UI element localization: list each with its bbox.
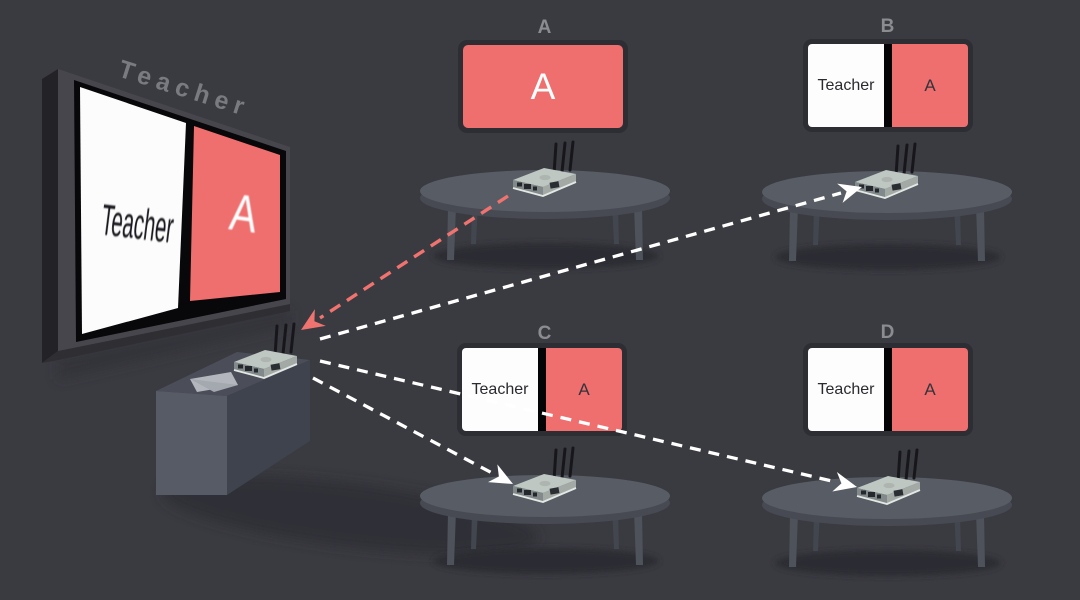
screen-frame-side [42, 69, 58, 363]
group-a-label: A [537, 17, 553, 38]
group-b-label: B [880, 16, 896, 37]
group-d-label: D [880, 322, 896, 343]
group-c-screen-divider [538, 348, 546, 431]
podium-side [227, 360, 310, 495]
group-b-screen-divider [884, 44, 892, 127]
group-a-screen-content: A [463, 45, 623, 128]
group-b-screen: Teacher A [803, 39, 973, 132]
teacher-podium [156, 352, 539, 555]
group-b-screen-left: Teacher [808, 44, 884, 127]
group-b-screen-right: A [892, 44, 968, 127]
podium-front [156, 391, 227, 495]
group-d-screen: Teacher A [803, 343, 973, 436]
group-c-label: C [537, 323, 553, 344]
teacher-display: Teacher A Teacher [42, 55, 290, 380]
group-d-screen-left: Teacher [808, 348, 884, 431]
paper-sheet-fold [190, 379, 238, 392]
teacher-screen-left-panel [80, 87, 186, 334]
teacher-screen-right-panel [190, 126, 280, 301]
group-c-screen-right: A [546, 348, 622, 431]
group-d-screen-right: A [892, 348, 968, 431]
group-d-screen-divider [884, 348, 892, 431]
group-c-screen-left: Teacher [462, 348, 538, 431]
teacher-screen-left-text: Teacher [99, 196, 176, 253]
group-c-screen: Teacher A [457, 343, 627, 436]
group-a-screen: A [458, 40, 628, 133]
